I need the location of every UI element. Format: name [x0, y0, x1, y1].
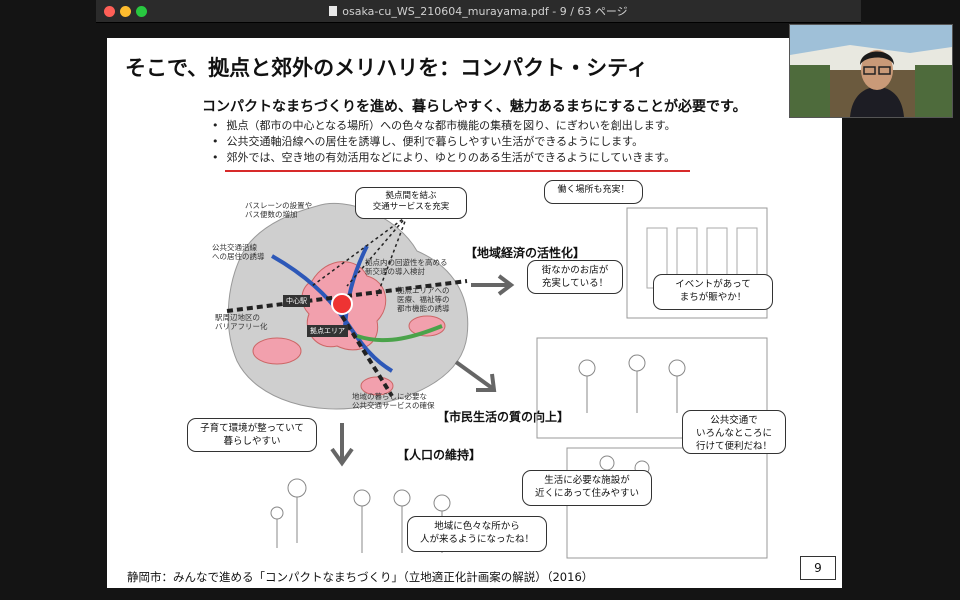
- bullet-list: 拠点（都市の中心となる場所）への色々な都市機能の集積を図り、にぎわいを創出します…: [212, 118, 676, 166]
- close-window-button[interactable]: [104, 6, 115, 17]
- map-sub-zone: [408, 315, 446, 337]
- pdf-page: そこで、拠点と郊外のメリハリを：コンパクト・シティ コンパクトなまちづくりを進め…: [107, 38, 842, 588]
- arrow-right-icon: [471, 274, 515, 296]
- arrow-down-icon: [330, 423, 354, 467]
- map-note-transit-link: 拠点間を結ぶ交通サービスを充実: [355, 187, 467, 219]
- window-titlebar: osaka-cu_WS_210604_murayama.pdf - 9 / 63…: [96, 0, 861, 23]
- map-sub-zone: [360, 376, 394, 396]
- zoom-window-button[interactable]: [136, 6, 147, 17]
- red-underline: [225, 170, 690, 172]
- map-note-service: 地域の暮らしに必要な公共交通サービスの確保: [352, 392, 435, 410]
- map-sub-zone: [252, 337, 302, 365]
- source-caption: 静岡市：みんなで進める「コンパクトなまちづくり」（立地適正化計画案の解説）（20…: [127, 570, 594, 584]
- bubble-shops: 街なかのお店が充実している！: [527, 260, 623, 294]
- map-green-line: [356, 324, 443, 343]
- map-note-bus-lane: バスレーンの設置やバス便数の増加: [245, 201, 313, 219]
- presenter-video-scene: [790, 25, 952, 117]
- presenter-video: [789, 24, 953, 118]
- map-transit-line: [271, 254, 394, 373]
- central-station-marker: [331, 293, 353, 315]
- page-number: 9: [800, 556, 836, 580]
- city-map-illustration: [226, 202, 469, 410]
- map-note-corridor: 公共交通沿線への居住の誘導: [212, 243, 265, 261]
- town-scene-illustration: [536, 207, 768, 559]
- bullet-item: 郊外では、空き地の有効活用などにより、ゆとりのある生活ができるようにしていきます…: [212, 150, 676, 166]
- lead-text: コンパクトなまちづくりを進め、暮らしやすく、魅力あるまちにすることが必要です。: [202, 99, 747, 115]
- section-population: 【人口の維持】: [397, 448, 482, 462]
- section-economy: 【地域経済の活性化】: [465, 246, 586, 260]
- map-note-barrier-free: 駅周辺地区のバリアフリー化: [215, 313, 268, 331]
- central-station-tag: 中心駅: [283, 295, 310, 307]
- bullet-item: 公共交通軸沿線への居住を誘導し、便利で暮らしやすい生活ができるようにします。: [212, 134, 676, 150]
- bullet-item: 拠点（都市の中心となる場所）への色々な都市機能の集積を図り、にぎわいを創出します…: [212, 118, 676, 134]
- hub-area-tag: 拠点エリア: [307, 325, 348, 337]
- pdf-document-icon: [329, 6, 338, 16]
- map-note-new-transit: 拠点内の回遊性を高める新交通の導入検討: [365, 258, 448, 276]
- bubble-transit: 公共交通でいろんなところに行けて便利だね！: [682, 410, 786, 454]
- bubble-events: イベントがあってまちが賑やか！: [653, 274, 773, 310]
- slide-title: そこで、拠点と郊外のメリハリを：コンパクト・シティ: [125, 56, 648, 80]
- window-title: osaka-cu_WS_210604_murayama.pdf - 9 / 63…: [96, 3, 861, 19]
- minimize-window-button[interactable]: [120, 6, 131, 17]
- map-railway: [340, 314, 394, 398]
- bubble-child: 子育て環境が整っていて暮らしやすい: [187, 418, 317, 452]
- arrow-down-right-icon: [454, 360, 497, 392]
- bubble-facilities: 生活に必要な施設が近くにあって住みやすい: [522, 470, 652, 506]
- map-note-hub-area: 拠点エリアへの医療、福祉等の都市機能の誘導: [397, 286, 450, 313]
- section-quality: 【市民生活の質の向上】: [437, 410, 570, 424]
- bubble-work: 働く場所も充実！: [544, 180, 643, 204]
- bubble-visitors: 地域に色々な所から人が来るようになったね！: [407, 516, 547, 552]
